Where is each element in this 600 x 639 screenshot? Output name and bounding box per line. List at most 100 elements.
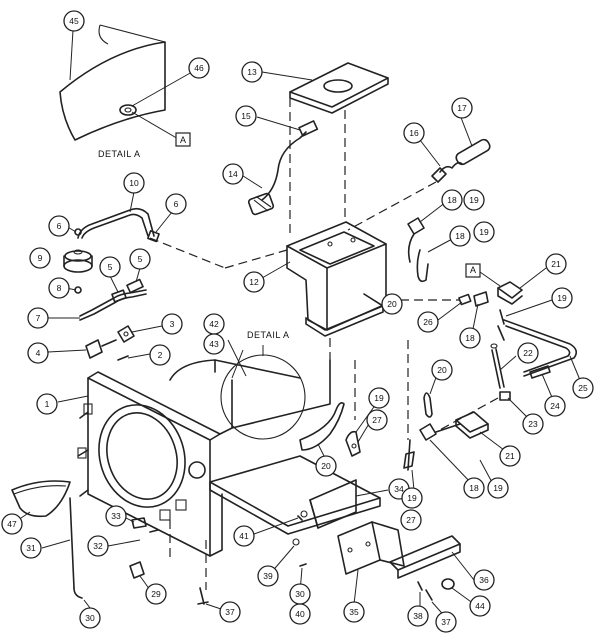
callout-37b: 37 [219, 601, 241, 623]
svg-text:46: 46 [194, 63, 204, 73]
svg-text:18: 18 [455, 231, 465, 241]
callout-19b: 19 [473, 221, 495, 243]
callout-45: 45 [63, 10, 85, 32]
svg-text:20: 20 [437, 365, 447, 375]
svg-text:32: 32 [93, 541, 103, 551]
callout-38: 38 [407, 605, 429, 627]
callout-15: 15 [235, 105, 257, 127]
callout-10: 10 [123, 172, 145, 194]
callout-2: 2 [149, 344, 171, 366]
callout-33: 33 [105, 505, 127, 527]
svg-text:34: 34 [394, 484, 404, 494]
svg-text:27: 27 [372, 415, 382, 425]
svg-text:8: 8 [57, 283, 62, 293]
part-28-hose [299, 402, 345, 461]
callout-19c: 19 [551, 287, 573, 309]
svg-text:5: 5 [108, 262, 113, 272]
callout-9: 9 [29, 247, 51, 269]
svg-text:6: 6 [57, 221, 62, 231]
callout-18d: 18 [463, 477, 485, 499]
callout-27a: 27 [366, 409, 388, 431]
callout-25: 25 [572, 377, 594, 399]
svg-text:25: 25 [578, 383, 588, 393]
callout-5b: 5 [129, 248, 151, 270]
svg-text:13: 13 [247, 67, 257, 77]
svg-text:27: 27 [406, 515, 416, 525]
svg-text:43: 43 [209, 339, 219, 349]
svg-text:3: 3 [170, 319, 175, 329]
svg-text:4: 4 [36, 348, 41, 358]
callout-39: 39 [257, 565, 279, 587]
callout-18a: 18 [441, 189, 463, 211]
svg-text:19: 19 [493, 483, 503, 493]
part-14-15-thermostat [239, 116, 319, 216]
svg-text:22: 22 [523, 348, 533, 358]
callout-32: 32 [87, 535, 109, 557]
part-31-rod [41, 497, 83, 599]
svg-text:19: 19 [469, 195, 479, 205]
callout-6b: 6 [165, 193, 187, 215]
callout-47: 47 [1, 513, 23, 535]
svg-text:45: 45 [69, 16, 79, 26]
callout-27b: 27 [400, 509, 422, 531]
svg-text:26: 26 [423, 317, 433, 327]
callout-36: 36 [473, 569, 495, 591]
callout-35: 35 [343, 601, 365, 623]
detail-a-mid-caption: DETAIL A [247, 330, 290, 340]
callout-3: 3 [161, 313, 183, 335]
svg-text:30: 30 [295, 589, 305, 599]
callout-20a: 20 [381, 293, 403, 315]
svg-text:40: 40 [295, 609, 305, 619]
callout-18b: 18 [449, 225, 471, 247]
detail-a-inset: DETAIL A A [59, 24, 193, 159]
callout-21b: 21 [499, 445, 521, 467]
svg-text:38: 38 [413, 611, 423, 621]
svg-text:19: 19 [479, 227, 489, 237]
callout-44: 44 [469, 595, 491, 617]
svg-text:1: 1 [45, 399, 50, 409]
callout-6a: 6 [48, 215, 70, 237]
svg-text:23: 23 [528, 419, 538, 429]
callout-markers: 45 46 13 15 14 16 17 10 6 6 9 8 5 5 7 12… [1, 10, 594, 633]
callout-8a: 8 [48, 277, 70, 299]
svg-text:15: 15 [241, 111, 251, 121]
svg-text:20: 20 [321, 461, 331, 471]
svg-text:30: 30 [85, 613, 95, 623]
callout-19a: 19 [463, 189, 485, 211]
part-1-main-cabinet [57, 349, 381, 557]
svg-text:16: 16 [409, 128, 419, 138]
svg-text:44: 44 [475, 601, 485, 611]
parts-right-control-assembly: A [386, 201, 581, 491]
callout-42: 42 [203, 313, 225, 335]
svg-text:21: 21 [505, 451, 515, 461]
callout-14: 14 [222, 163, 244, 185]
svg-text:2: 2 [158, 350, 163, 360]
part-13-funnel-lid [261, 62, 389, 238]
svg-text:6: 6 [174, 199, 179, 209]
part-35-mount-plate [337, 521, 405, 605]
svg-text:33: 33 [111, 511, 121, 521]
svg-text:5: 5 [138, 254, 143, 264]
callout-19e: 19 [487, 477, 509, 499]
callout-13: 13 [241, 61, 263, 83]
svg-text:36: 36 [479, 575, 489, 585]
svg-text:9: 9 [38, 253, 43, 263]
svg-text:19: 19 [407, 493, 417, 503]
callout-7: 7 [27, 307, 49, 329]
svg-text:20: 20 [387, 299, 397, 309]
svg-text:12: 12 [249, 277, 259, 287]
callout-41: 41 [233, 525, 255, 547]
callout-5a: 5 [99, 256, 121, 278]
callout-20c: 20 [315, 455, 337, 477]
detail-marker-a-top [175, 132, 191, 147]
svg-text:19: 19 [374, 393, 384, 403]
detail-a-circle-callout: DETAIL A [220, 330, 306, 440]
detail-marker-a-top-label: A [180, 135, 186, 145]
svg-text:41: 41 [239, 531, 249, 541]
svg-text:24: 24 [550, 401, 560, 411]
callout-1: 1 [36, 393, 58, 415]
callout-29: 29 [145, 583, 167, 605]
callout-23: 23 [522, 413, 544, 435]
callout-16: 16 [403, 122, 425, 144]
